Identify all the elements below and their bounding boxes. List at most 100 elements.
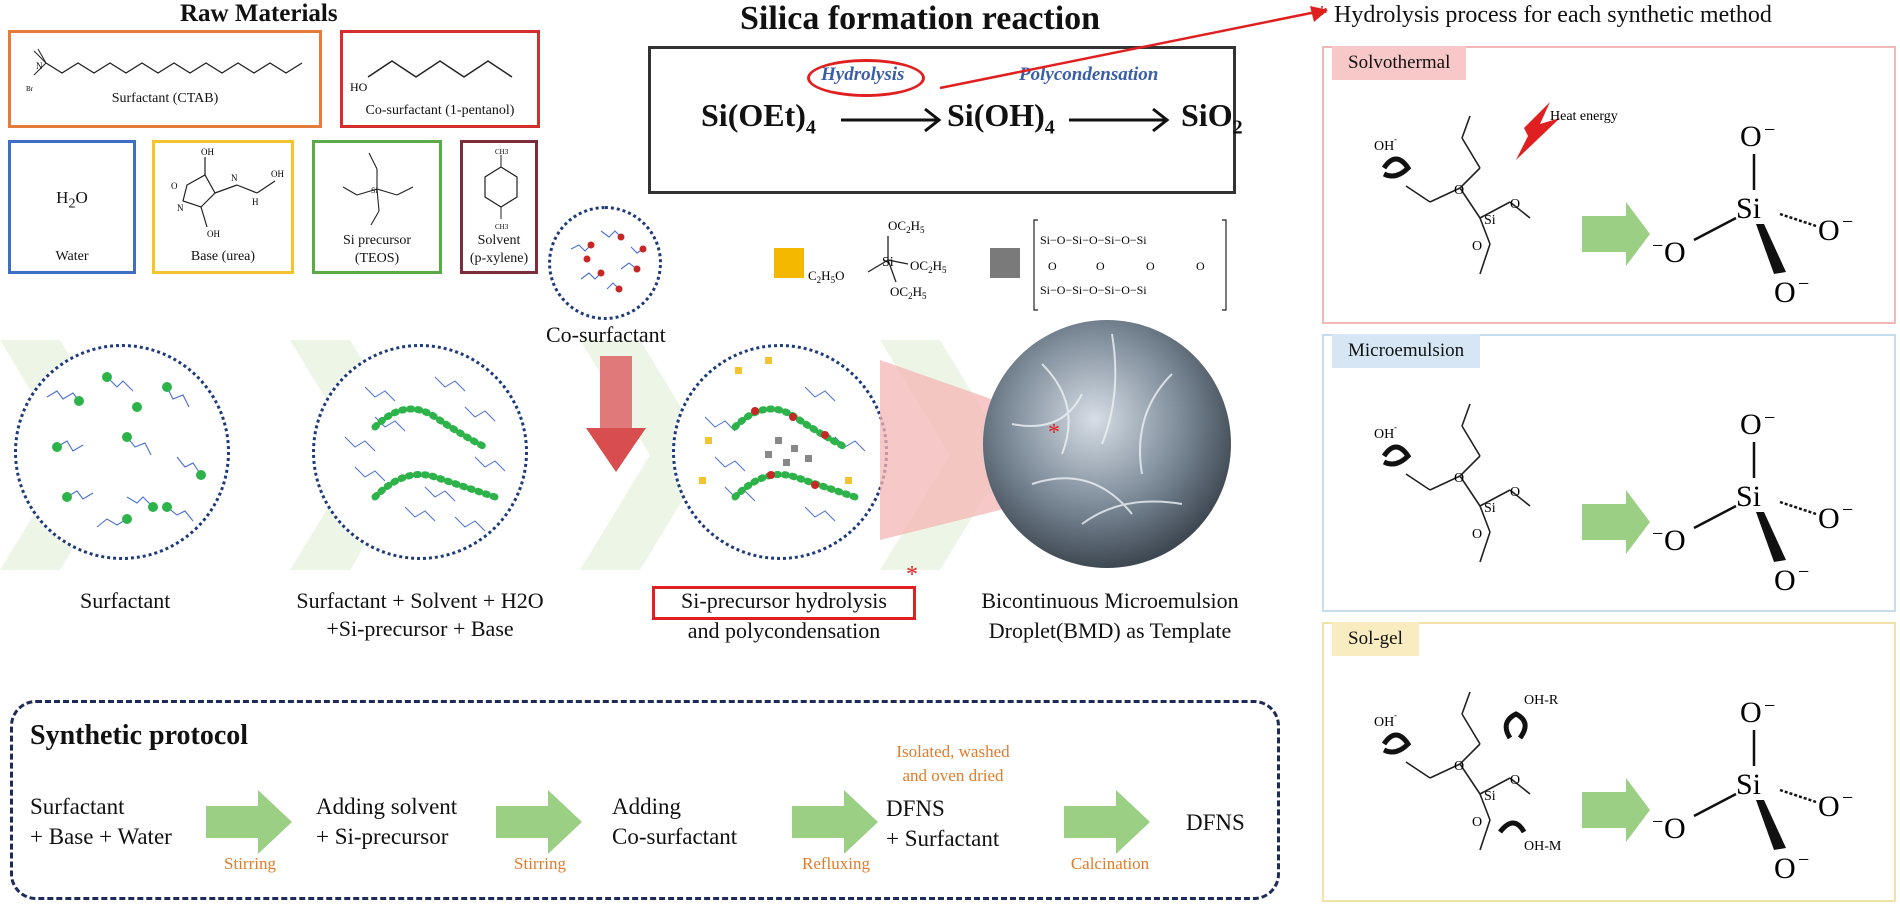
bmd-label-1: Bicontinuous Microemulsion xyxy=(981,588,1239,613)
svg-text:O: O xyxy=(1454,183,1464,198)
isolated-note-1: Isolated, washed xyxy=(896,742,1010,761)
svg-text:O: O xyxy=(1048,259,1057,273)
svg-text:Si: Si xyxy=(1484,501,1496,516)
condition-4: Calcination xyxy=(1070,854,1150,873)
svg-text:N: N xyxy=(36,61,43,71)
svg-text:−: − xyxy=(1652,523,1663,545)
mixture-stage-circle xyxy=(312,344,528,560)
svg-text:N: N xyxy=(177,203,184,213)
svg-text:O: O xyxy=(1454,471,1464,486)
protocol-arrow-3-icon xyxy=(792,790,878,854)
svg-text:C2H5O: C2H5O xyxy=(808,268,844,285)
svg-text:−: − xyxy=(1764,119,1775,141)
cosurfactant-label: Co-surfactant (1-pentanol) xyxy=(365,103,515,118)
svg-text:−: − xyxy=(1842,211,1853,233)
svg-text:OH: OH xyxy=(1374,139,1394,154)
svg-text:O: O xyxy=(1510,773,1520,788)
svg-text:O: O xyxy=(1774,564,1796,597)
svg-text:-: - xyxy=(1394,134,1397,144)
product: SiO2 xyxy=(1181,97,1243,139)
svg-text:−: − xyxy=(1842,787,1853,809)
base-label: Base (urea) xyxy=(190,249,256,264)
mixture-stage-label-2: +Si-precursor + Base xyxy=(326,616,514,641)
svg-text:-: - xyxy=(1394,422,1397,432)
solvent-label-2: (p-xylene) xyxy=(469,251,529,266)
condition-3: Refluxing xyxy=(802,854,870,873)
hydrolysis-stage-circle xyxy=(672,344,888,560)
water-box: H2O Water xyxy=(8,140,136,274)
hydrolysis-stage-box xyxy=(652,586,916,620)
arrow-1-icon xyxy=(841,107,942,133)
svg-text:−: − xyxy=(1652,811,1663,833)
solvothermal-tag: Solvothermal xyxy=(1332,46,1467,80)
cosurfactant-stage-label: Co-surfactant xyxy=(546,322,666,347)
svg-text:O: O xyxy=(1472,815,1482,830)
svg-text:O: O xyxy=(1818,502,1840,535)
svg-text:−: − xyxy=(1798,849,1809,871)
protocol-arrow-2-icon xyxy=(496,790,582,854)
svg-text:Br: Br xyxy=(26,85,34,93)
step-2: Adding solvent+ Si-precursor xyxy=(316,794,458,849)
cosurfactant-circle xyxy=(548,206,662,320)
protocol-arrow-4-icon xyxy=(1064,790,1150,854)
reactant: Si(OEt)4 xyxy=(701,97,816,139)
svg-text:−: − xyxy=(1764,407,1775,429)
bmd-sphere-image xyxy=(983,320,1231,568)
svg-text:OH: OH xyxy=(271,169,284,179)
svg-text:−: − xyxy=(1798,273,1809,295)
svg-text:O: O xyxy=(1472,239,1482,254)
svg-text:O: O xyxy=(1664,236,1686,269)
svg-text:Si−O−Si−O−Si−O−Si: Si−O−Si−O−Si−O−Si xyxy=(1040,283,1147,297)
sol-gel-tag: Sol-gel xyxy=(1332,622,1419,656)
svg-text:O: O xyxy=(1818,214,1840,247)
svg-text:−: − xyxy=(1842,499,1853,521)
svg-text:O: O xyxy=(1774,852,1796,885)
svg-text:-: - xyxy=(1394,710,1397,720)
svg-text:O: O xyxy=(1740,696,1762,729)
svg-text:O: O xyxy=(1454,759,1464,774)
protocol-arrow-1-icon xyxy=(206,790,292,854)
isolated-note-2: and oven dried xyxy=(902,766,1004,785)
pointer-arrow-icon xyxy=(939,6,1328,90)
si-precursor-label-2: (TEOS) xyxy=(354,251,400,266)
svg-text:OH: OH xyxy=(207,229,220,239)
step-5: DFNS xyxy=(1186,810,1245,835)
oh-r-label: OH-R xyxy=(1524,693,1559,708)
svg-text:Si: Si xyxy=(1484,789,1496,804)
reaction-title: Silica formation reaction xyxy=(740,0,1101,37)
microemulsion-tag: Microemulsion xyxy=(1332,334,1481,368)
svg-text:CH3: CH3 xyxy=(495,148,509,156)
svg-text:O: O xyxy=(1664,524,1686,557)
surfactant-stage-label: Surfactant xyxy=(80,588,171,613)
svg-text:−: − xyxy=(1764,695,1775,717)
svg-text:O: O xyxy=(1740,408,1762,441)
step-1: Surfactant+ Base + Water xyxy=(30,794,172,849)
cosurfactant-box: HO Co-surfactant (1-pentanol) xyxy=(340,30,540,128)
hydrolysis-highlight xyxy=(807,59,925,97)
mixture-stage-label-1: Surfactant + Solvent + H2O xyxy=(296,588,544,613)
svg-text:Si: Si xyxy=(1736,480,1761,513)
reaction-box: Hydrolysis Polycondensation Si(OEt)4 Si(… xyxy=(648,46,1243,194)
svg-text:CH3: CH3 xyxy=(495,223,509,231)
hydrolysis-label: Hydrolysis xyxy=(821,64,905,85)
svg-text:O: O xyxy=(1196,259,1205,273)
condition-2: Stirring xyxy=(514,854,566,873)
svg-text:O: O xyxy=(1664,812,1686,845)
silica-legend-swatch xyxy=(990,248,1020,278)
svg-text:O: O xyxy=(1818,790,1840,823)
svg-text:HO: HO xyxy=(350,80,368,94)
svg-text:O: O xyxy=(1510,197,1520,212)
oh-m-label: OH-M xyxy=(1524,839,1562,854)
si-precursor-box: Si Si precursor (TEOS) xyxy=(312,140,442,274)
svg-text:OH: OH xyxy=(201,147,214,157)
si-precursor-label-1: Si precursor xyxy=(342,233,412,248)
svg-text:O: O xyxy=(1096,259,1105,273)
svg-text:O: O xyxy=(1146,259,1155,273)
